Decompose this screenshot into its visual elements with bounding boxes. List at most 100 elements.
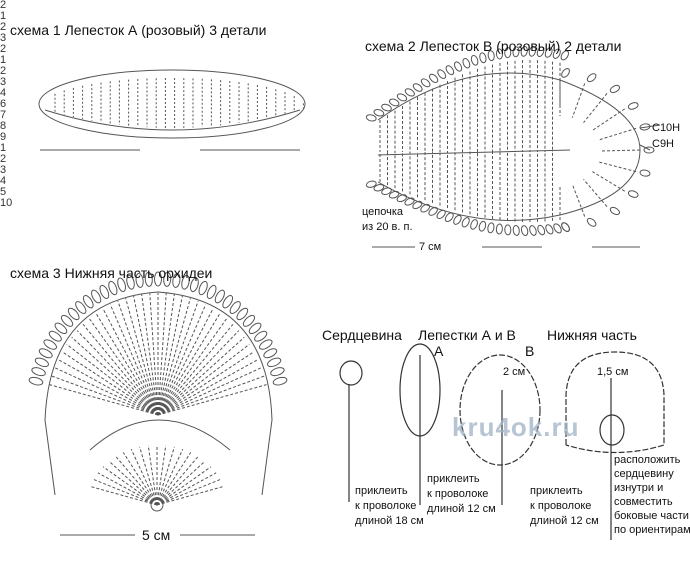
stitch-mark (82, 324, 159, 416)
picot-loop (263, 348, 278, 359)
chain-note-line2: из 20 в. п. (362, 221, 413, 233)
picot-loop (487, 50, 495, 62)
stitch-mark (157, 336, 245, 416)
picot-loop (117, 277, 126, 293)
picot-loop (272, 376, 288, 386)
scheme1-petal-a (38, 69, 306, 151)
bottom-part-shape (565, 351, 665, 454)
picot-loop (67, 307, 80, 321)
picot-loop (236, 307, 249, 321)
stitch-mark (571, 83, 586, 118)
petal-a-chain (44, 109, 301, 131)
stitch-mark (157, 367, 262, 416)
label-c9h: С9Н (652, 138, 675, 150)
picot-loop (552, 48, 561, 59)
picot-loop (412, 200, 423, 210)
note-line: сердцевину (614, 468, 674, 480)
picot-loop (453, 214, 462, 225)
stitch-mark (108, 460, 158, 506)
stitch-mark (130, 449, 158, 506)
stitch-mark (156, 472, 217, 506)
stitch-mark (156, 478, 221, 506)
core-loop (339, 360, 363, 386)
picot-loop (172, 273, 181, 288)
stitch-mark (157, 293, 167, 416)
stitch-mark (149, 293, 159, 416)
picot-loop (229, 301, 241, 314)
core-inside (599, 414, 625, 446)
stitch-mark (597, 127, 637, 141)
petal-a-outline (38, 69, 306, 139)
picot-loop (545, 224, 554, 235)
stitch-mark (157, 300, 199, 416)
petals-title: Лепестки А и В (418, 327, 516, 343)
stitch-mark (156, 449, 184, 506)
picot-loop (267, 357, 282, 368)
picot-loop (270, 367, 285, 377)
stitch-mark (93, 478, 158, 506)
picot-loop (639, 169, 651, 177)
picot-loop (495, 48, 503, 60)
picot-loop (412, 83, 423, 92)
picot-loop (108, 280, 118, 296)
stitch-mark (157, 351, 255, 416)
picot-loop (537, 224, 546, 236)
stitch-mark (95, 313, 159, 416)
picot-loop (529, 225, 537, 236)
bottom-inner-arc (89, 419, 231, 451)
label-b: В (525, 343, 535, 359)
stitch-mark (156, 456, 199, 506)
stitch-mark (157, 318, 228, 416)
picot-loop (643, 146, 655, 154)
stitch-mark (122, 452, 158, 506)
note-line: приклеить (355, 485, 408, 497)
scheme3-title: схема 3 Нижняя часть орхидеи (10, 265, 213, 281)
stitch-mark (133, 295, 159, 416)
picot-loop (259, 339, 273, 350)
picot-loop (381, 103, 392, 112)
scheme2-petal-b (365, 45, 661, 248)
picot-loop (586, 73, 597, 83)
picot-loop (420, 78, 431, 88)
stitch-mark (125, 298, 159, 416)
picot-loop (214, 289, 225, 304)
picot-loop (99, 284, 110, 299)
label-c10h: С10Н (652, 122, 681, 134)
picot-loop (627, 190, 639, 198)
picot-loop (242, 314, 256, 327)
stitch-mark (157, 324, 234, 416)
note-line: приклеить (427, 473, 480, 485)
bottom-title: Нижняя часть (547, 327, 637, 343)
picot-loop (487, 222, 495, 234)
picot-loop (560, 50, 569, 61)
core-note: приклеить к проволоке длиной 18 см (355, 484, 435, 529)
picot-loop (512, 46, 520, 58)
stitch-mark (54, 367, 159, 416)
note-line: боковые части (614, 510, 689, 522)
stitch-mark (88, 318, 159, 416)
row-label: 1 (0, 54, 7, 66)
stitch-mark (157, 330, 240, 416)
picot-loop (388, 98, 400, 107)
picot-loop (437, 69, 447, 79)
picot-loop (479, 52, 487, 64)
picot-loop (373, 109, 385, 117)
picot-loop (54, 322, 68, 335)
picot-loop (404, 88, 415, 97)
picot-loop (520, 45, 528, 57)
stitch-mark (599, 149, 641, 152)
picot-loop (520, 225, 529, 237)
note-line: совместить (614, 496, 673, 508)
picot-loop (528, 45, 537, 57)
row-label: 4 (0, 175, 7, 187)
stitch-mark (156, 466, 212, 506)
row-label: 2 (0, 21, 7, 33)
picot-loop (504, 224, 512, 236)
stitch-mark (117, 300, 159, 416)
picot-loop (34, 357, 49, 368)
note-line: длиной 12 см (427, 503, 496, 515)
picot-loop (609, 206, 620, 216)
note-line: длиной 12 см (530, 515, 599, 527)
bottom-outline (44, 291, 273, 496)
picot-loop (248, 322, 262, 335)
